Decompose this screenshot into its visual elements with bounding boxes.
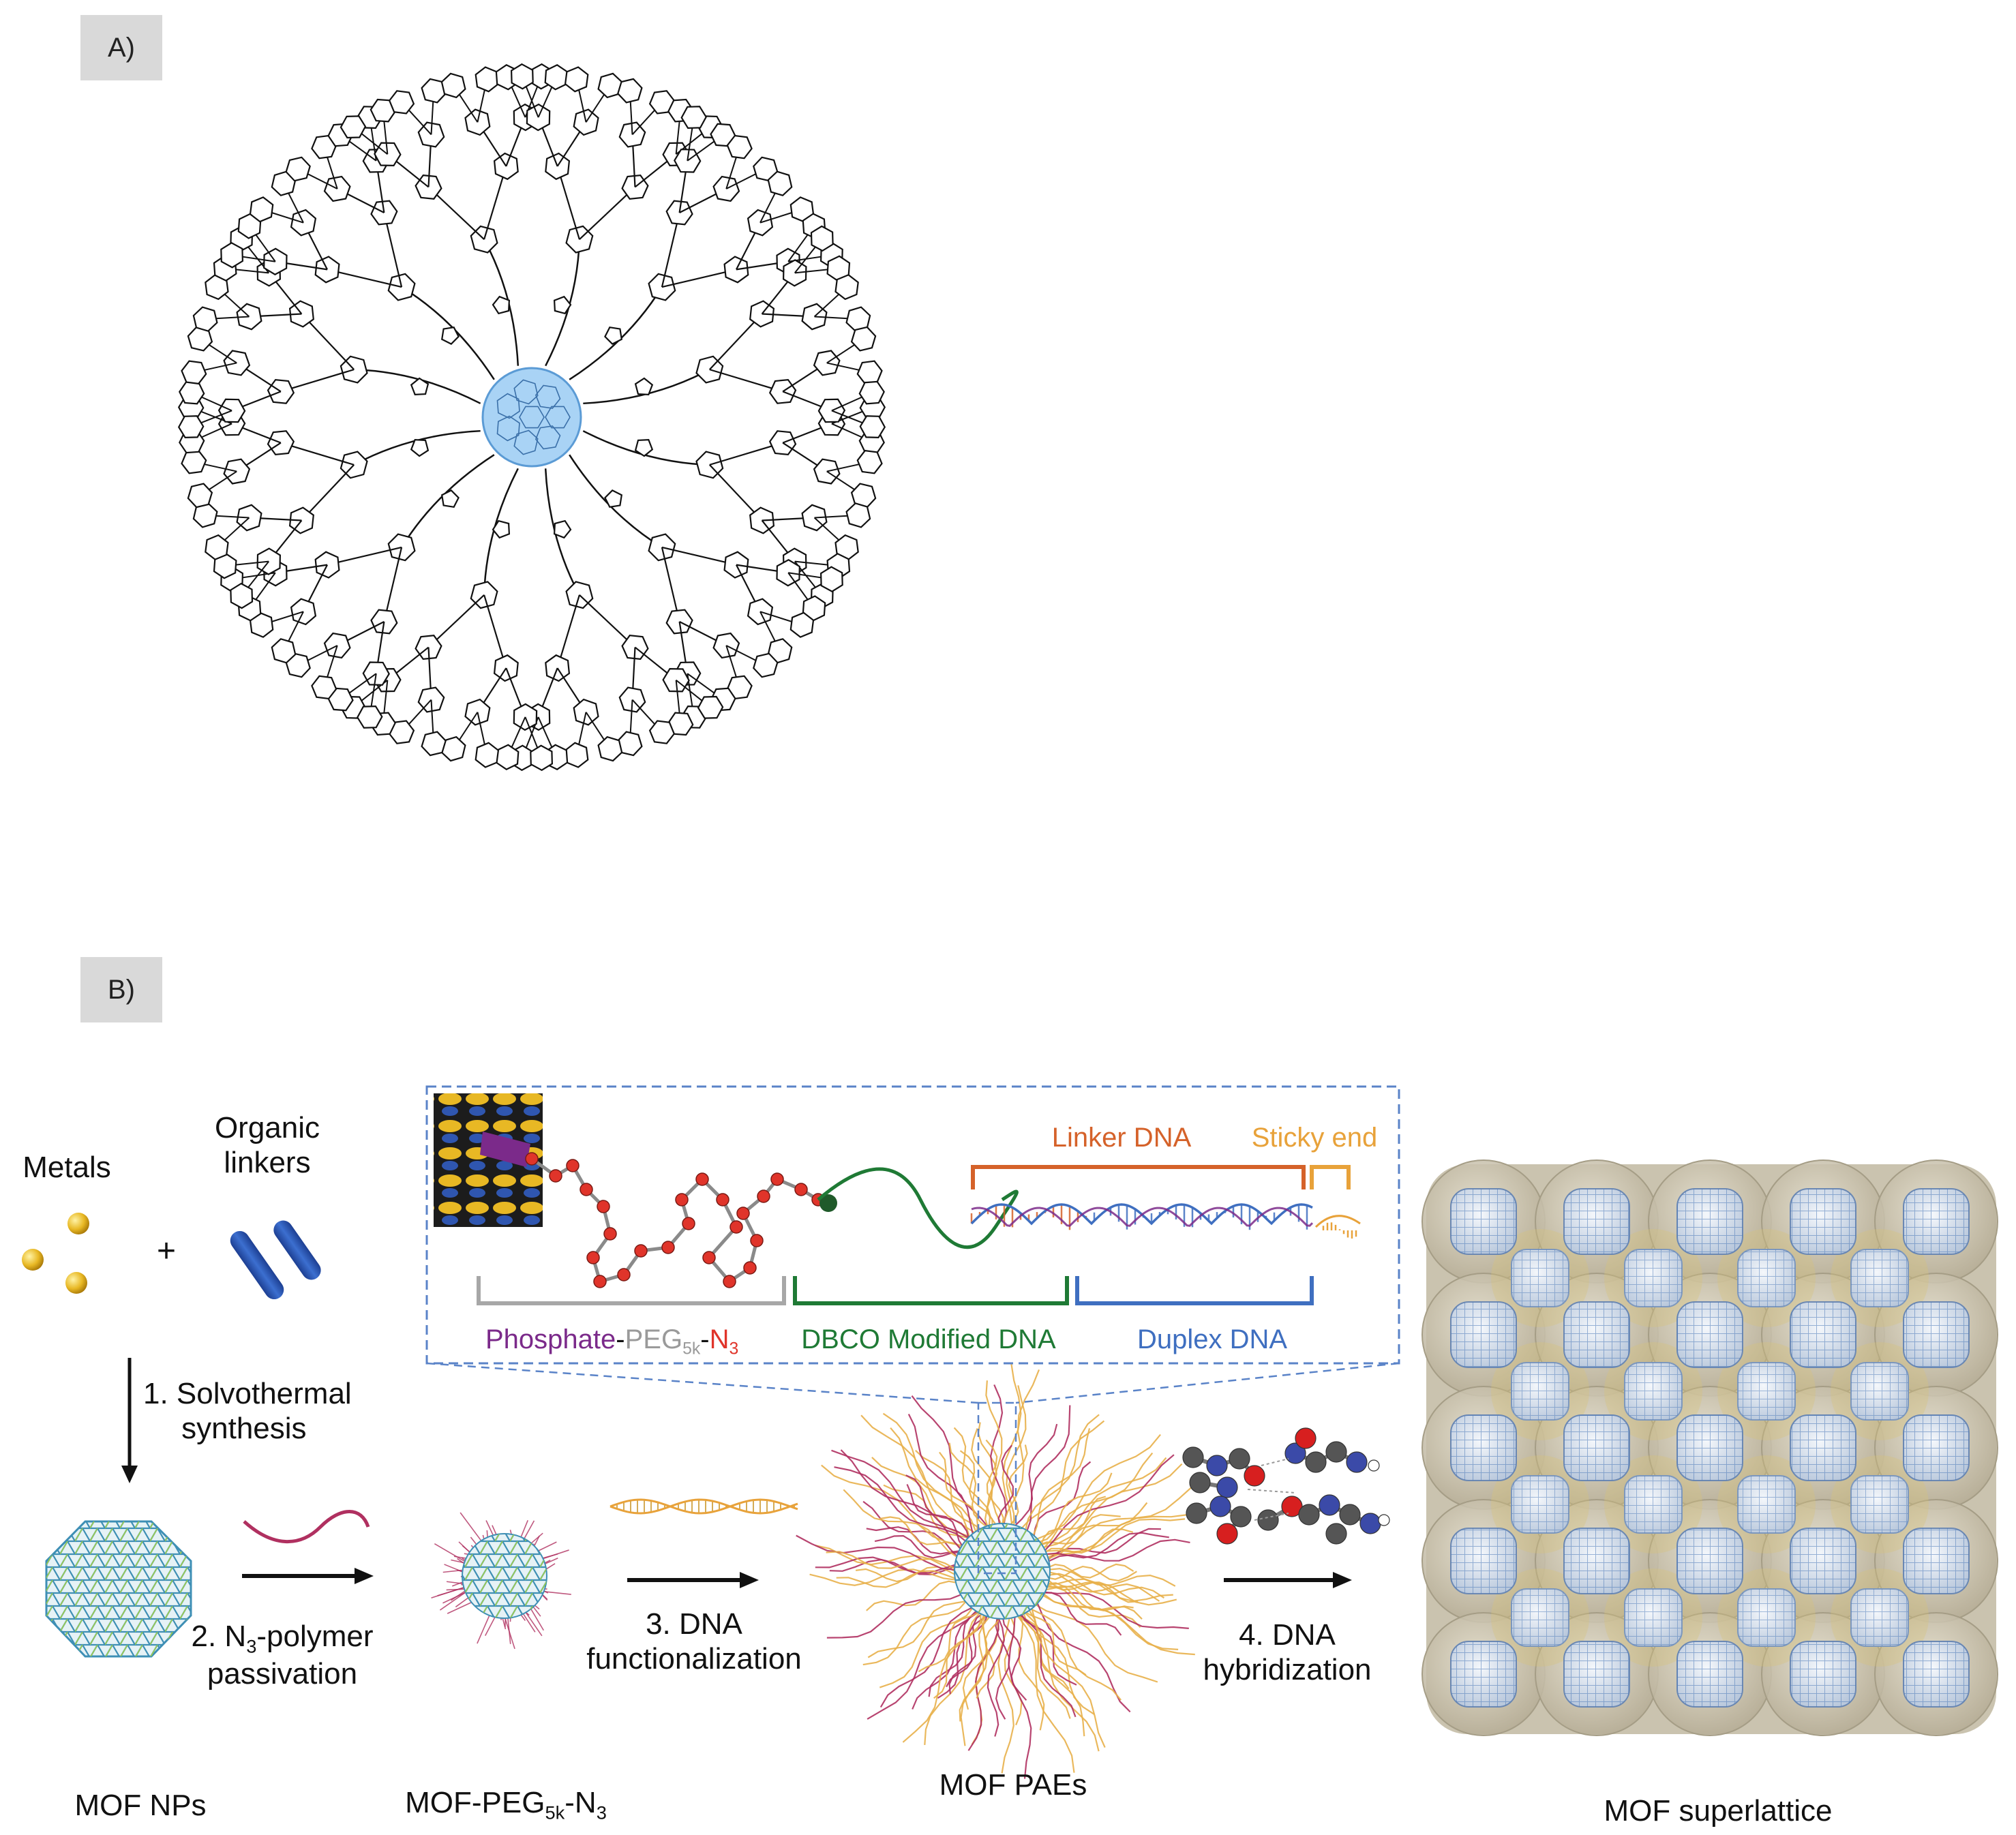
dendron-arm bbox=[510, 63, 724, 367]
dbco-node bbox=[819, 1194, 837, 1212]
mof-nps-label: MOF NPs bbox=[74, 1789, 207, 1822]
panel-a-tag: A) bbox=[80, 15, 162, 80]
linker-dna-label: Linker DNA bbox=[1051, 1123, 1192, 1153]
mof-pae-particle bbox=[796, 1363, 1204, 1779]
dendron-arm bbox=[582, 395, 886, 609]
metal-sphere bbox=[67, 1213, 89, 1234]
duplex-dna-helix bbox=[970, 1203, 1361, 1239]
metal-sphere bbox=[65, 1272, 87, 1294]
dbco-bracket bbox=[793, 1276, 1069, 1305]
n3-polymer-strand bbox=[243, 1510, 370, 1543]
step3-arrow bbox=[627, 1572, 759, 1588]
panel-b-tag: B) bbox=[80, 957, 162, 1022]
zoom-inset-box bbox=[425, 1085, 1400, 1365]
organic-linker-rods bbox=[230, 1220, 321, 1300]
step1-label: 1. Solvothermal synthesis bbox=[143, 1377, 352, 1445]
dendron-arm bbox=[583, 225, 886, 439]
metal-ion-spheres bbox=[22, 1213, 89, 1294]
dbco-label: DBCO Modified DNA bbox=[801, 1324, 1056, 1354]
step2-arrow bbox=[242, 1568, 374, 1584]
step4-arrow bbox=[1224, 1572, 1352, 1588]
step1-arrow bbox=[121, 1358, 138, 1483]
dendron-arm bbox=[177, 225, 481, 439]
peg-chain bbox=[525, 1152, 837, 1288]
metal-sphere bbox=[22, 1249, 44, 1271]
linker-rod bbox=[230, 1230, 284, 1300]
mof-superlattice-label: MOF superlattice bbox=[1604, 1794, 1833, 1828]
mof-paes-label: MOF PAEs bbox=[939, 1768, 1087, 1802]
step4-label: 4. DNA hybridization bbox=[1203, 1618, 1372, 1686]
mof-nanoparticle bbox=[45, 1520, 192, 1658]
sticky-end-label: Sticky end bbox=[1251, 1123, 1378, 1153]
duplex-label: Duplex DNA bbox=[1137, 1324, 1288, 1354]
base-pair-molecules bbox=[1182, 1427, 1390, 1545]
organic-linkers-label: Organic linkers bbox=[214, 1111, 320, 1179]
phosphate-peg-bracket bbox=[477, 1276, 786, 1305]
phosphate-peg-n3-label: Phosphate-PEG5k-N3 bbox=[485, 1324, 739, 1359]
mof-peg-label: MOF-PEG5k-N3 bbox=[405, 1786, 607, 1823]
dendron-arm bbox=[340, 468, 554, 772]
dendron-arm bbox=[569, 106, 843, 380]
linker-dna-bracket bbox=[971, 1165, 1306, 1189]
phosphate-anchor bbox=[480, 1132, 530, 1167]
linker-rod bbox=[273, 1220, 321, 1280]
dbco-dna-strand bbox=[817, 1167, 1019, 1249]
plus-sign: + bbox=[156, 1233, 177, 1269]
dna-strand-icon bbox=[610, 1498, 798, 1515]
zoom-lines bbox=[426, 1362, 1400, 1575]
duplex-bracket bbox=[1075, 1276, 1314, 1305]
dendron-arm bbox=[220, 106, 495, 380]
step2-label: 2. N3-polymer passivation bbox=[191, 1620, 374, 1690]
dendron-arm bbox=[220, 454, 495, 729]
fullerene-core bbox=[481, 367, 582, 468]
sticky-end-bracket bbox=[1310, 1165, 1351, 1189]
mof-superlattice-image bbox=[1421, 1159, 1998, 1736]
metals-label: Metals bbox=[22, 1151, 111, 1184]
mof-peg-particle bbox=[431, 1512, 571, 1650]
step3-label: 3. DNA functionalization bbox=[586, 1607, 802, 1675]
